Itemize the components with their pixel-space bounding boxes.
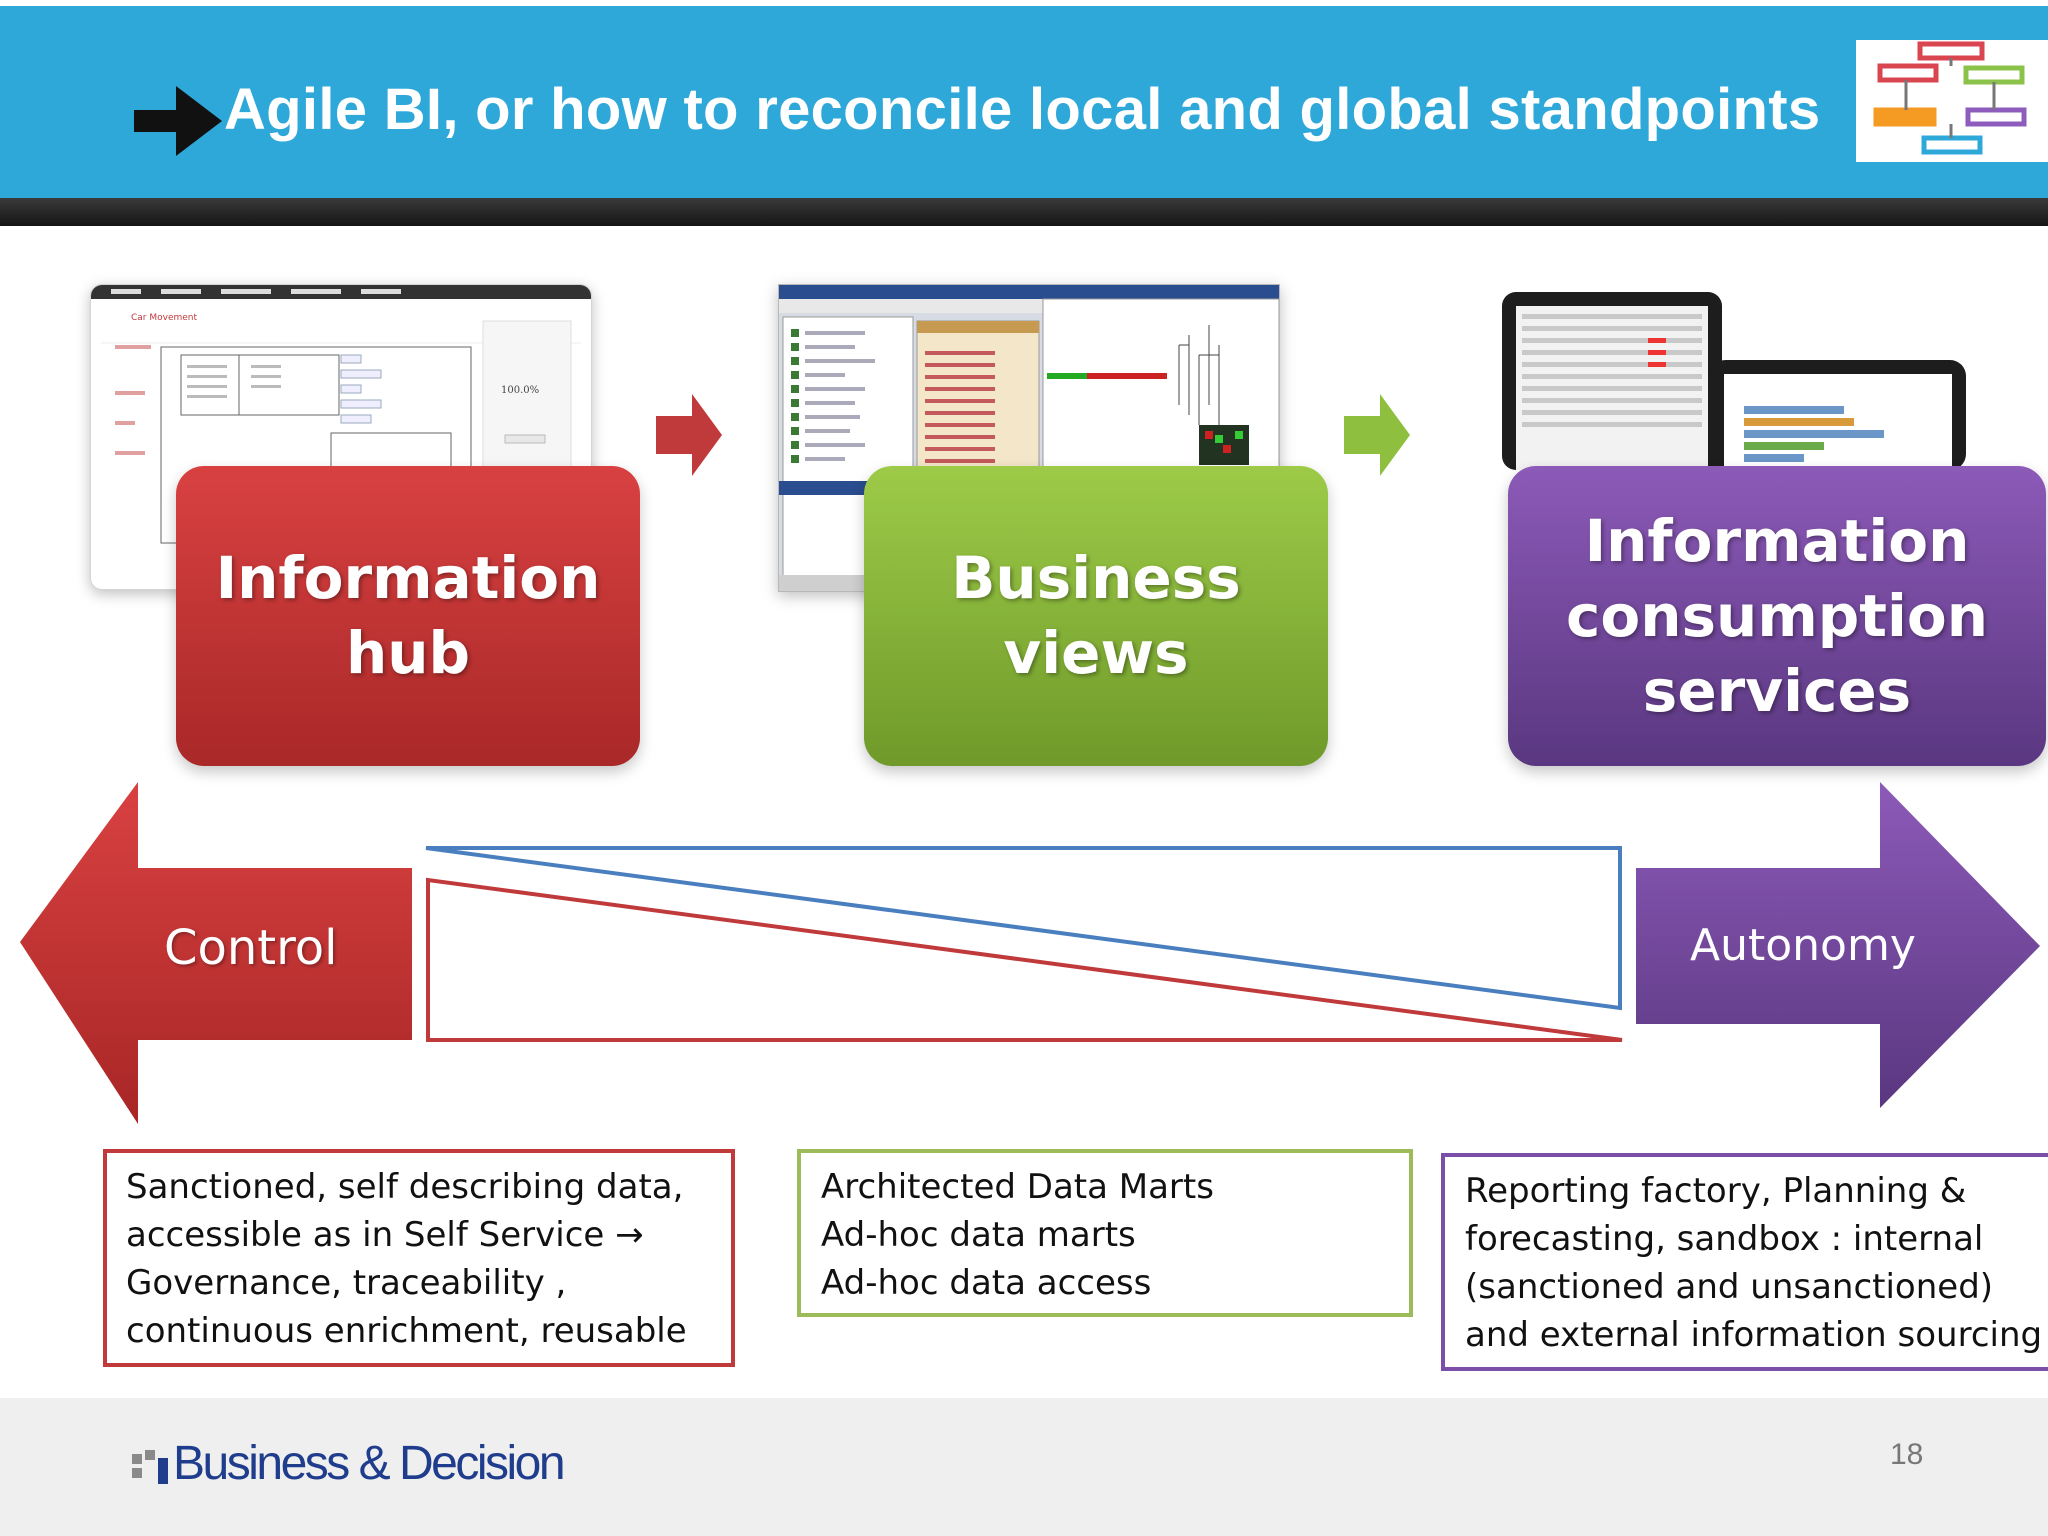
information-hub-box: Information hub (176, 466, 640, 766)
description-line: and external information sourcing (1465, 1315, 2043, 1355)
information-hub-label: Information hub (215, 544, 601, 687)
control-arrow (20, 782, 412, 1124)
description-line: Ad-hoc data access (821, 1263, 1152, 1303)
description-line: Governance, traceability , (126, 1263, 567, 1303)
red-flow-arrow-icon (656, 394, 722, 476)
brand-name: Business & Decision (173, 1437, 566, 1490)
consumption-services-description: Reporting factory, Planning & forecastin… (1441, 1153, 2048, 1371)
title-arrow-icon (134, 86, 222, 156)
green-flow-arrow-icon (1344, 394, 1410, 476)
thumb-title: Car Movement (131, 313, 198, 323)
header-dark-band (0, 198, 2048, 226)
footer (0, 1398, 2048, 1536)
autonomy-arrow (1636, 782, 2040, 1108)
page-number: 18 (1890, 1438, 1924, 1471)
description-line: Sanctioned, self describing data, (126, 1167, 684, 1207)
information-hub-description: Sanctioned, self describing data, access… (103, 1149, 735, 1367)
info-hub-screenshot: Car Movement 100.0% (90, 284, 592, 590)
business-views-label: Business views (951, 544, 1241, 687)
description-line: accessible as in Self Service → (126, 1215, 644, 1255)
slide-title: Agile BI, or how to reconcile local and … (224, 77, 1821, 142)
business-views-box: Business views (864, 466, 1328, 766)
control-autonomy-diagram (20, 782, 2040, 1124)
autonomy-label: Autonomy (1690, 920, 1916, 971)
description-line: Reporting factory, Planning & (1465, 1171, 1967, 1211)
description-line: Architected Data Marts (821, 1167, 1214, 1207)
process-diagram-logo (1856, 40, 2048, 162)
header-bar (0, 6, 2048, 198)
tablets-screenshot (1502, 292, 1966, 470)
brand-logo-icon (132, 1450, 168, 1484)
consumption-services-label: Information consumption services (1565, 506, 1989, 725)
description-line: forecasting, sandbox : internal (1465, 1219, 1984, 1259)
blue-triangle (425, 846, 1622, 1011)
description-line: continuous enrichment, reusable (126, 1311, 687, 1351)
red-triangle (426, 877, 1623, 1042)
description-line: (sanctioned and unsanctioned) (1465, 1267, 1994, 1307)
control-label: Control (164, 920, 338, 976)
business-views-description: Architected Data Marts Ad-hoc data marts… (797, 1149, 1413, 1317)
description-line: Ad-hoc data marts (821, 1215, 1136, 1255)
thumb-percent: 100.0% (501, 385, 539, 396)
flowchart-icon (1873, 41, 2027, 155)
consumption-services-box: Information consumption services (1508, 466, 2046, 766)
